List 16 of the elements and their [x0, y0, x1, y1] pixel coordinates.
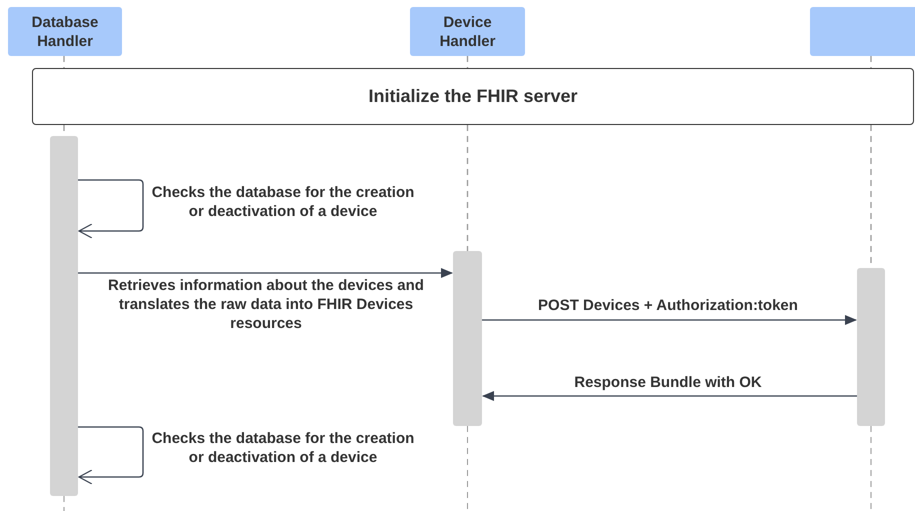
- activation-bar: [50, 136, 78, 496]
- activation-bar: [453, 251, 482, 426]
- lifeline: [63, 56, 65, 68]
- message-arrow: [78, 179, 144, 239]
- message-arrow: [482, 315, 857, 325]
- message-arrow: [78, 268, 453, 278]
- message-arrow: [78, 426, 144, 485]
- participant-header: [810, 7, 915, 56]
- process-frame: Initialize the FHIR server: [32, 68, 914, 125]
- participant-header: Database Handler: [8, 7, 122, 56]
- message-arrow: [482, 391, 857, 401]
- lifeline: [870, 56, 872, 68]
- participant-header: Device Handler: [410, 7, 525, 56]
- activation-bar: [857, 268, 885, 426]
- lifeline: [466, 56, 468, 68]
- lifeline: [466, 125, 468, 251]
